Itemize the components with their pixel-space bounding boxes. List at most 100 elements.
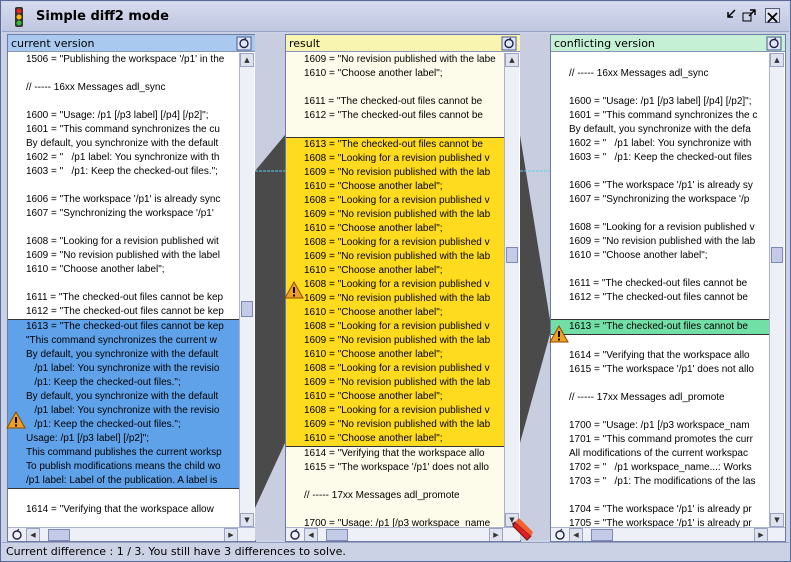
diff-line[interactable]: 1610 = "Choose another label"; [304, 307, 443, 318]
code-line[interactable]: 1609 = "No revision published with the l… [304, 54, 496, 65]
warning-icon[interactable] [6, 411, 26, 429]
code-line[interactable] [8, 489, 239, 503]
code-line[interactable]: 1610 = "Choose another label"; [26, 264, 165, 275]
scroll-up-arrow-icon[interactable]: ▲ [505, 53, 519, 67]
code-line[interactable]: 1614 = "Verifying that the workspace all… [26, 504, 214, 515]
code-line[interactable]: 1602 = " /p1 label: You synchronize with… [26, 152, 220, 163]
code-line[interactable]: 1701 = "This command promotes the curr [569, 434, 753, 445]
code-line[interactable] [8, 179, 239, 193]
merge-brush-icon[interactable] [511, 516, 539, 542]
code-line[interactable]: 1700 = "Usage: /p1 [/p3 workspace_name [304, 518, 491, 527]
result-pane[interactable]: result 1609 = "No revision published wit… [285, 34, 521, 542]
context-block[interactable]: 1506 = "Publishing the workspace '/p1' i… [8, 53, 239, 319]
code-line[interactable]: 1703 = " /p1: The modifications of the l… [569, 476, 756, 487]
code-line[interactable]: All modifications of the current workspa… [569, 448, 748, 459]
diff-line[interactable]: 1608 = "Looking for a revision published… [304, 237, 490, 248]
code-line[interactable]: 1603 = " /p1: Keep the checked-out files [569, 152, 752, 163]
diff-line[interactable]: 1609 = "No revision published with the l… [304, 419, 491, 430]
code-line[interactable]: // ----- 16xx Messages adl_sync [26, 82, 166, 93]
current-horizontal-scrollbar[interactable]: ◀ ▶ [8, 527, 255, 542]
code-line[interactable]: // ----- 17xx Messages adl_promote [304, 490, 460, 501]
code-line[interactable]: 1607 = "Synchronizing the workspace '/p1… [26, 208, 214, 219]
code-line[interactable]: By default, you synchronize with the def… [569, 124, 751, 135]
conflicting-version-pane[interactable]: conflicting version // ----- 16xx Messag… [550, 34, 786, 542]
code-line[interactable] [551, 405, 769, 419]
diff-line[interactable]: 1613 = "The checked-out files cannot be … [26, 321, 224, 332]
code-line[interactable]: 1610 = "Choose another label"; [569, 250, 708, 261]
code-line[interactable]: 1608 = "Looking for a revision published… [569, 222, 755, 233]
code-line[interactable]: 1608 = "Looking for a revision published… [26, 236, 219, 247]
code-line[interactable] [286, 503, 504, 517]
diff-line[interactable]: 1608 = "Looking for a revision published… [304, 195, 490, 206]
code-line[interactable]: 1603 = " /p1: Keep the checked-out files… [26, 166, 218, 177]
conflicting-horizontal-scrollbar[interactable]: ◀ ▶ [551, 527, 785, 542]
code-line[interactable]: 1609 = "No revision published with the l… [569, 236, 756, 247]
scroll-right-arrow-icon[interactable]: ▶ [224, 528, 238, 541]
conflicting-vertical-scrollbar[interactable]: ▲ ▼ [769, 53, 784, 527]
sync-scroll-icon[interactable] [10, 528, 24, 542]
code-line[interactable]: 1506 = "Publishing the workspace '/p1' i… [26, 54, 225, 65]
code-line[interactable]: 1612 = "The checked-out files cannot be … [26, 306, 224, 317]
code-line[interactable]: 1609 = "No revision published with the l… [26, 250, 220, 261]
scroll-right-arrow-icon[interactable]: ▶ [489, 528, 503, 541]
code-line[interactable] [8, 95, 239, 109]
scroll-thumb[interactable] [506, 247, 518, 263]
result-lines[interactable]: 1609 = "No revision published with the l… [286, 53, 504, 527]
scroll-thumb[interactable] [771, 247, 783, 263]
sync-scroll-icon[interactable] [553, 528, 567, 542]
diff-line[interactable]: /p1 label: You synchronize with the revi… [26, 405, 220, 416]
scroll-up-arrow-icon[interactable]: ▲ [240, 53, 254, 67]
diff-line[interactable]: 1608 = "Looking for a revision published… [304, 405, 490, 416]
code-line[interactable] [286, 123, 504, 137]
diff-line[interactable]: 1609 = "No revision published with the l… [304, 377, 491, 388]
diff-line[interactable]: This command publishes the current works… [26, 447, 222, 458]
result-vertical-scrollbar[interactable]: ▲ ▼ [504, 53, 519, 527]
code-line[interactable]: 1615 = "The workspace '/p1' does not all… [569, 364, 754, 375]
code-line[interactable] [286, 81, 504, 95]
code-line[interactable]: By default, you synchronize with the def… [26, 138, 219, 149]
diff-line[interactable]: 1608 = "Looking for a revision published… [304, 321, 490, 332]
code-line[interactable] [551, 489, 769, 503]
diff-line[interactable]: 1610 = "Choose another label"; [304, 349, 443, 360]
code-line[interactable]: // ----- 17xx Messages adl_promote [569, 392, 725, 403]
code-line[interactable] [286, 475, 504, 489]
result-horizontal-scrollbar[interactable]: ◀ ▶ [286, 527, 520, 542]
code-line[interactable] [551, 81, 769, 95]
scroll-up-arrow-icon[interactable]: ▲ [770, 53, 784, 67]
diff-line[interactable]: 1608 = "Looking for a revision published… [304, 153, 490, 164]
h-scroll-thumb[interactable] [591, 529, 613, 541]
scroll-left-arrow-icon[interactable]: ◀ [304, 528, 318, 541]
diff-line[interactable]: /p1 label: You synchronize with the revi… [26, 363, 220, 374]
diff-line[interactable]: 1609 = "No revision published with the l… [304, 335, 491, 346]
diff-line[interactable]: 1609 = "No revision published with the l… [304, 167, 491, 178]
diff-line[interactable]: By default, you synchronize with the def… [26, 391, 219, 402]
current-version-pane[interactable]: current version 1506 = "Publishing the w… [7, 34, 256, 542]
diff-line[interactable]: /p1: Keep the checked-out files."; [26, 419, 181, 430]
scroll-down-arrow-icon[interactable]: ▼ [240, 513, 254, 527]
diff-line[interactable]: 1610 = "Choose another label"; [304, 223, 443, 234]
sync-scroll-icon[interactable] [236, 36, 252, 51]
code-line[interactable] [551, 305, 769, 319]
code-line[interactable]: // ----- 16xx Messages adl_sync [569, 68, 709, 79]
code-line[interactable]: 1704 = "The workspace '/p1' is already p… [569, 504, 752, 515]
scroll-left-arrow-icon[interactable]: ◀ [569, 528, 583, 541]
diff-line[interactable]: 1613 = "The checked-out files cannot be [304, 139, 483, 150]
code-line[interactable]: 1614 = "Verifying that the workspace all… [304, 448, 485, 459]
diff-line[interactable]: By default, you synchronize with the def… [26, 349, 219, 360]
code-line[interactable] [8, 67, 239, 81]
code-line[interactable]: 1601 = "This command synchronizes the c [569, 110, 758, 121]
h-scroll-thumb[interactable] [326, 529, 348, 541]
sync-scroll-icon[interactable] [501, 36, 517, 51]
scroll-down-arrow-icon[interactable]: ▼ [770, 513, 784, 527]
code-line[interactable]: 1601 = "This command synchronizes the cu [26, 124, 220, 135]
code-line[interactable] [551, 263, 769, 277]
diff-line[interactable]: /p1 label: Label of the publication. A l… [26, 475, 218, 486]
code-line[interactable]: 1705 = "The workspace '/p1' is already p… [569, 518, 752, 527]
diff-line[interactable]: "This command synchronizes the current w [26, 335, 217, 346]
code-line[interactable]: 1600 = "Usage: /p1 [/p3 label] [/p4] [/p… [26, 110, 209, 121]
sync-scroll-icon[interactable] [288, 528, 302, 542]
minimize-icon[interactable] [723, 8, 738, 23]
diff-line[interactable]: 1610 = "Choose another label"; [304, 265, 443, 276]
